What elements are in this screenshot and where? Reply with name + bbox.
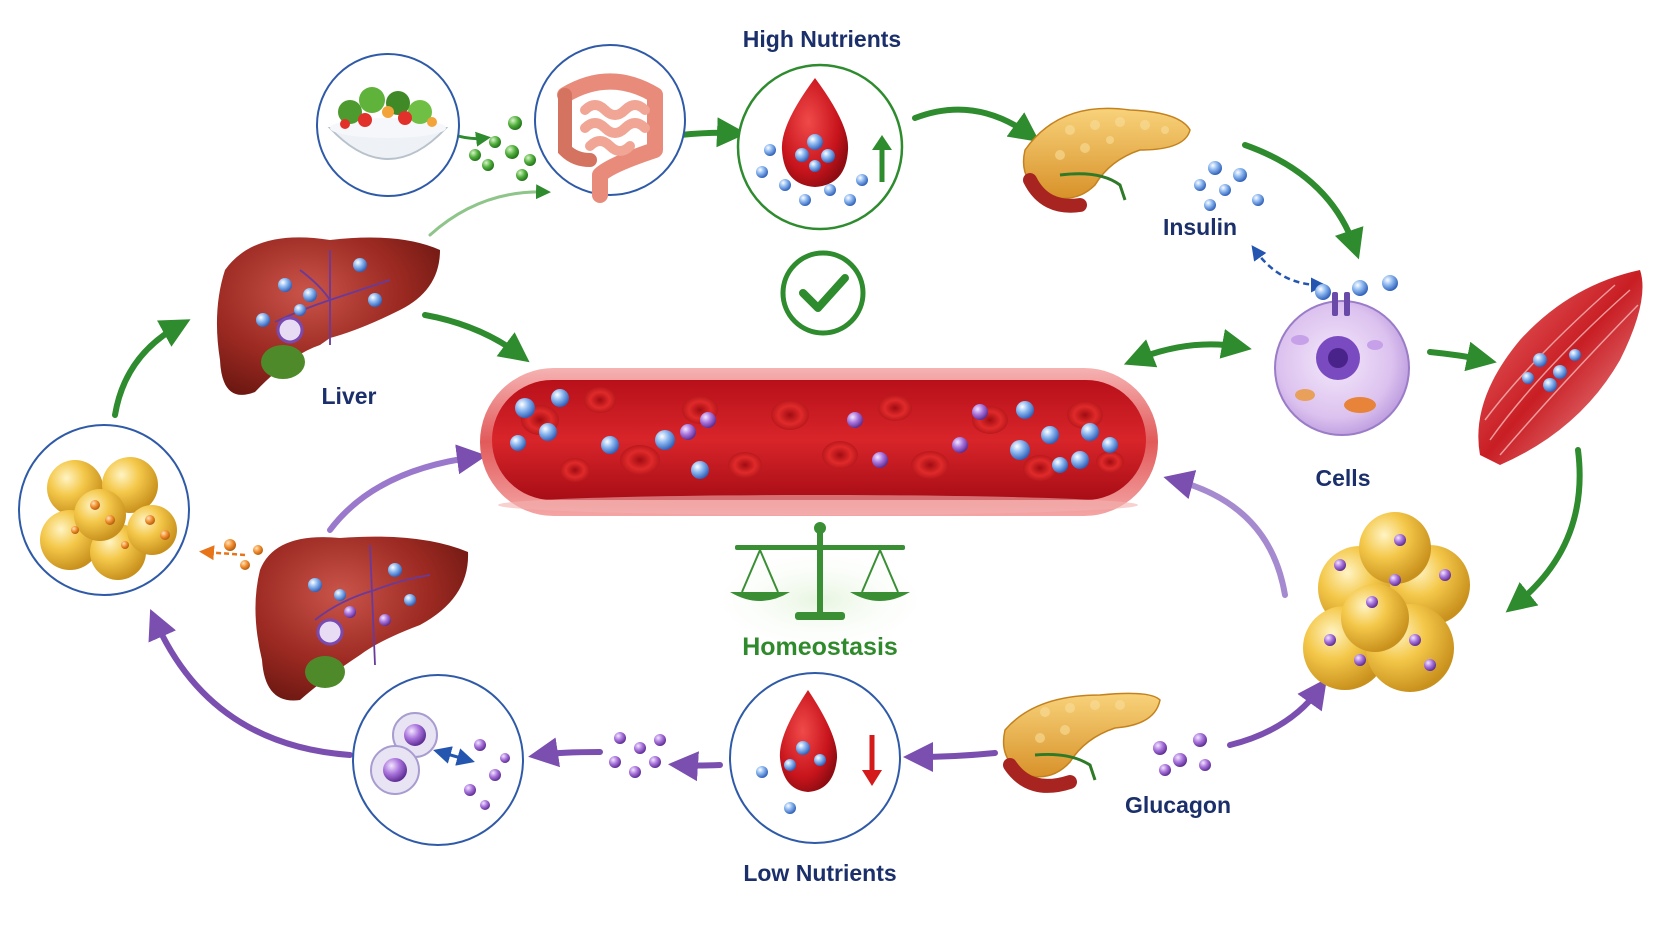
- insulin-particles: [1194, 161, 1326, 293]
- intestine-icon: [557, 73, 663, 203]
- breakdown-panel: [352, 674, 524, 846]
- cells-label: Cells: [1315, 465, 1371, 491]
- fat-cells-icon: [1303, 512, 1470, 692]
- food-nutrient-particles: [469, 116, 536, 181]
- fat-left-panel: [18, 424, 190, 596]
- cell-icon: [1274, 275, 1410, 436]
- liver-icon: [216, 237, 440, 395]
- food-panel: [316, 53, 460, 197]
- arrow-food-to-intestine: [453, 131, 491, 147]
- liver-fasting-icon: [255, 536, 469, 701]
- homeostasis-label: Homeostasis: [742, 633, 898, 661]
- arrow-liver2-to-vessel: [327, 444, 487, 533]
- arrow-muscle-to-fat: [1505, 447, 1583, 613]
- down-arrow-icon: [862, 735, 882, 786]
- intestine-panel: [534, 44, 686, 203]
- storage-vesicle-icon: [370, 712, 438, 795]
- arrow-liver-to-intestine: [428, 184, 551, 237]
- arrow-breakdown-to-fatleft: [148, 609, 353, 758]
- arrow-blood-to-pancreas: [912, 106, 1040, 143]
- arrow-intestine-to-blood: [677, 117, 747, 148]
- released-particles: [609, 732, 666, 778]
- low-nutrients-label: Low Nutrients: [743, 860, 897, 886]
- high-nutrients-panel: [736, 63, 904, 231]
- fat-cells-left-icon: [40, 457, 177, 580]
- low-nutrients-panel: [729, 672, 901, 844]
- arrow-breakdown-to-release: [528, 737, 603, 768]
- muscle-icon: [1478, 270, 1643, 465]
- catabolic-arrows: [148, 444, 1327, 782]
- glucagon-particles: [1153, 733, 1211, 776]
- blood-nutrients: [510, 389, 1118, 479]
- arrow-vessel-cell: [1123, 329, 1252, 368]
- glucagon-label: Glucagon: [1124, 792, 1232, 818]
- arrow-liver-to-vessel: [422, 312, 530, 363]
- arrow-lowdrop-to-breakdown: [668, 751, 723, 782]
- up-arrow-icon: [872, 135, 892, 182]
- anabolic-arrows: [112, 106, 1583, 613]
- arrow-pancreas-to-cell: [1242, 142, 1364, 260]
- arrow-cell-to-muscle: [1427, 341, 1497, 372]
- arrow-fat-to-vessel: [1163, 470, 1288, 598]
- arrow-glucagon-to-lowdrop: [903, 741, 998, 772]
- liver-label: Liver: [321, 383, 377, 409]
- blood-vessel-icon: [480, 368, 1158, 516]
- balance-scale-icon: [700, 522, 940, 655]
- insulin-label: Insulin: [1162, 214, 1238, 240]
- arrow-fat-to-liver: [112, 319, 191, 418]
- high-nutrients-label: High Nutrients: [742, 26, 902, 52]
- arrow-glucagon-to-fat: [1227, 678, 1327, 748]
- salad-bowl-icon: [327, 87, 449, 160]
- pancreas-icon: [1022, 107, 1191, 213]
- pancreas-glucagon-icon: [1002, 692, 1161, 793]
- checkmark-icon: [780, 250, 866, 336]
